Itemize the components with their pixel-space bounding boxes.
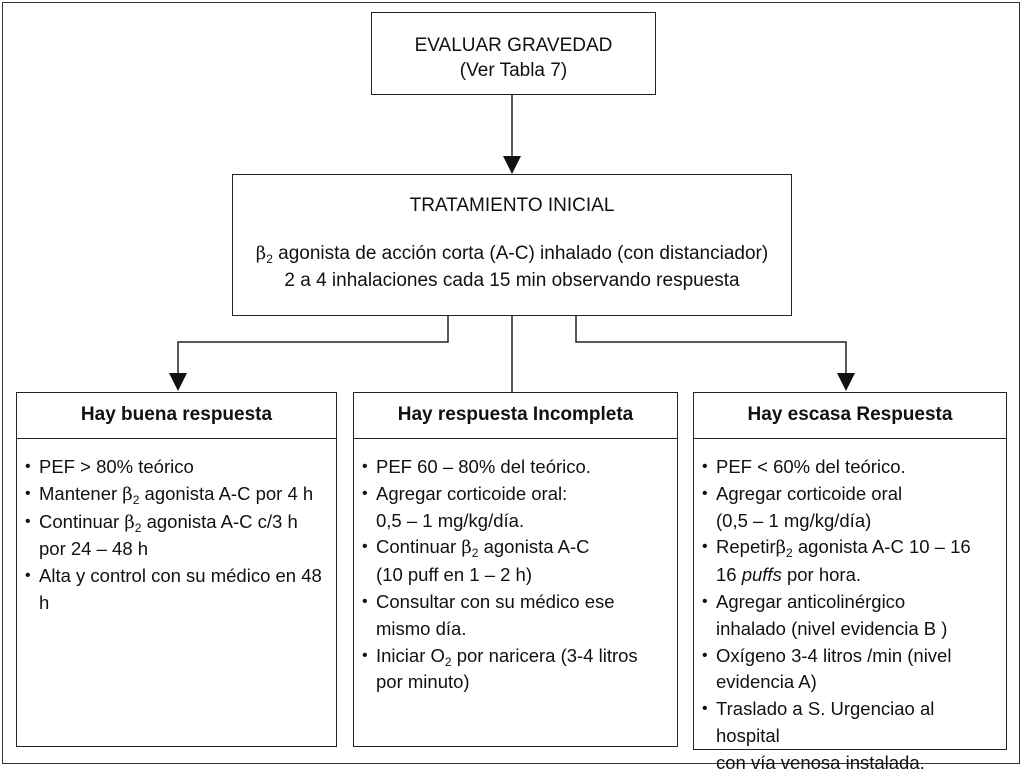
item-text: mismo día. bbox=[376, 617, 467, 639]
arrowhead-down-icon bbox=[169, 373, 187, 391]
subscript: 2 bbox=[471, 546, 479, 561]
good-response-header: Hay buena respuesta bbox=[17, 393, 336, 439]
item-text: Traslado a S. Urgenciao al hospital bbox=[716, 698, 935, 746]
list-item: Continuar β2 agonista A-C c/3 h por 24 – … bbox=[25, 509, 332, 564]
item-text: agonista A-C por 4 h bbox=[139, 482, 314, 504]
item-text: Repetir bbox=[716, 536, 776, 558]
connector-mid-to-right bbox=[575, 316, 847, 374]
item-text: (10 puff en 1 – 2 h) bbox=[376, 564, 532, 586]
beta-symbol: β bbox=[775, 537, 787, 559]
item-text: 0,5 – 1 mg/kg/día. bbox=[376, 509, 525, 531]
initial-treatment-box: TRATAMIENTO INICIAL β2 agonista de acció… bbox=[232, 174, 792, 316]
item-text: Continuar bbox=[376, 536, 462, 558]
item-text: (0,5 – 1 mg/kg/día) bbox=[716, 509, 872, 531]
figure-frame bbox=[2, 2, 1020, 764]
arrowhead-down-icon bbox=[837, 373, 855, 391]
poor-response-column: Hay escasa Respuesta PEF < 60% del teóri… bbox=[693, 392, 1007, 773]
list-item: PEF < 60% del teórico. bbox=[702, 454, 1002, 481]
good-response-column: Hay buena respuesta PEF > 80% teórico Ma… bbox=[16, 392, 337, 747]
item-text: Agregar corticoide oral: bbox=[376, 482, 568, 504]
item-text: agonista A-C bbox=[478, 536, 590, 558]
item-text: por minuto) bbox=[376, 671, 470, 693]
initial-treatment-line1: β2 agonista de acción corta (A-C) inhala… bbox=[233, 240, 791, 267]
item-text: 16 bbox=[716, 564, 742, 586]
item-text: Iniciar O bbox=[376, 644, 445, 666]
item-text: por 24 – 48 h bbox=[39, 538, 149, 560]
subscript: 2 bbox=[132, 492, 140, 507]
arrowhead-down-icon bbox=[503, 156, 521, 174]
subscript: 2 bbox=[266, 252, 273, 266]
item-text: Oxígeno 3-4 litros /min (nivel bbox=[716, 644, 952, 666]
list-item: PEF 60 – 80% del teórico. bbox=[362, 454, 673, 481]
item-text: Agregar anticolinérgico bbox=[716, 590, 906, 612]
beta-symbol: β bbox=[255, 243, 267, 264]
subscript: 2 bbox=[134, 520, 142, 535]
item-text: Consultar con su médico ese bbox=[376, 590, 615, 612]
list-item: Agregar corticoide oral: 0,5 – 1 mg/kg/dí… bbox=[362, 481, 673, 535]
item-text: por hora. bbox=[781, 564, 862, 586]
item-text: Mantener bbox=[39, 482, 123, 504]
item-text: con vía venosa instalada. bbox=[716, 751, 925, 773]
list-item: Iniciar O2 por naricera (3-4 litros por m… bbox=[362, 643, 673, 697]
item-text: PEF < 60% del teórico. bbox=[716, 456, 906, 477]
item-text: Continuar bbox=[39, 510, 125, 532]
list-item: Agregar anticolinérgico inhalado (nivel e… bbox=[702, 589, 1002, 643]
item-text: PEF 60 – 80% del teórico. bbox=[376, 456, 591, 477]
good-response-list: PEF > 80% teórico Mantener β2 agonista A… bbox=[17, 439, 336, 617]
evaluate-severity-box: EVALUAR GRAVEDAD (Ver Tabla 7) bbox=[371, 12, 656, 95]
list-item: Oxígeno 3-4 litros /min (nivel evidencia … bbox=[702, 643, 1002, 697]
evaluate-severity-subtitle: (Ver Tabla 7) bbox=[459, 60, 568, 81]
incomplete-response-header: Hay respuesta Incompleta bbox=[354, 393, 677, 439]
evaluate-severity-title: EVALUAR GRAVEDAD bbox=[414, 35, 613, 56]
list-item: Traslado a S. Urgenciao al hospital con v… bbox=[702, 696, 1002, 776]
item-text-italic: puffs bbox=[741, 564, 782, 586]
beta-symbol: β bbox=[124, 511, 135, 533]
initial-treatment-title: TRATAMIENTO INICIAL bbox=[409, 195, 615, 216]
item-text: Agregar corticoide oral bbox=[716, 482, 903, 504]
item-text: evidencia A) bbox=[716, 671, 817, 693]
poor-response-header: Hay escasa Respuesta bbox=[694, 393, 1006, 439]
beta-symbol: β bbox=[461, 537, 472, 559]
item-text: PEF > 80% teórico bbox=[39, 456, 194, 477]
list-item: PEF > 80% teórico bbox=[25, 454, 332, 481]
list-item: Agregar corticoide oral (0,5 – 1 mg/kg/dí… bbox=[702, 481, 1002, 535]
beta-symbol: β bbox=[122, 483, 133, 505]
list-item: Continuar β2 agonista A-C (10 puff en 1 –… bbox=[362, 534, 673, 589]
initial-treatment-line2: 2 a 4 inhalaciones cada 15 min observand… bbox=[284, 270, 740, 291]
item-text: agonista A-C c/3 h bbox=[141, 510, 298, 532]
incomplete-response-list: PEF 60 – 80% del teórico. Agregar cortic… bbox=[354, 439, 677, 696]
item-text: por naricera (3-4 litros bbox=[451, 644, 638, 666]
list-item: Alta y control con su médico en 48 h bbox=[25, 563, 332, 617]
incomplete-response-column: Hay respuesta Incompleta PEF 60 – 80% de… bbox=[353, 392, 678, 747]
item-text: agonista A-C 10 – 16 bbox=[792, 536, 971, 558]
poor-response-list: PEF < 60% del teórico. Agregar corticoid… bbox=[694, 439, 1006, 777]
item-text: inhalado (nivel evidencia B ) bbox=[716, 617, 948, 639]
connector-mid-to-left bbox=[177, 316, 449, 374]
list-item: Consultar con su médico ese mismo día. bbox=[362, 589, 673, 643]
subscript: 2 bbox=[444, 654, 452, 669]
subscript: 2 bbox=[786, 546, 793, 561]
item-text: Alta y control con su médico en 48 h bbox=[39, 565, 322, 613]
line1-text: agonista de acción corta (A-C) inhalado … bbox=[272, 243, 769, 264]
list-item: Mantener β2 agonista A-C por 4 h bbox=[25, 481, 332, 509]
list-item: Repetirβ2 agonista A-C 10 – 16 16 puffs p… bbox=[702, 534, 1002, 589]
